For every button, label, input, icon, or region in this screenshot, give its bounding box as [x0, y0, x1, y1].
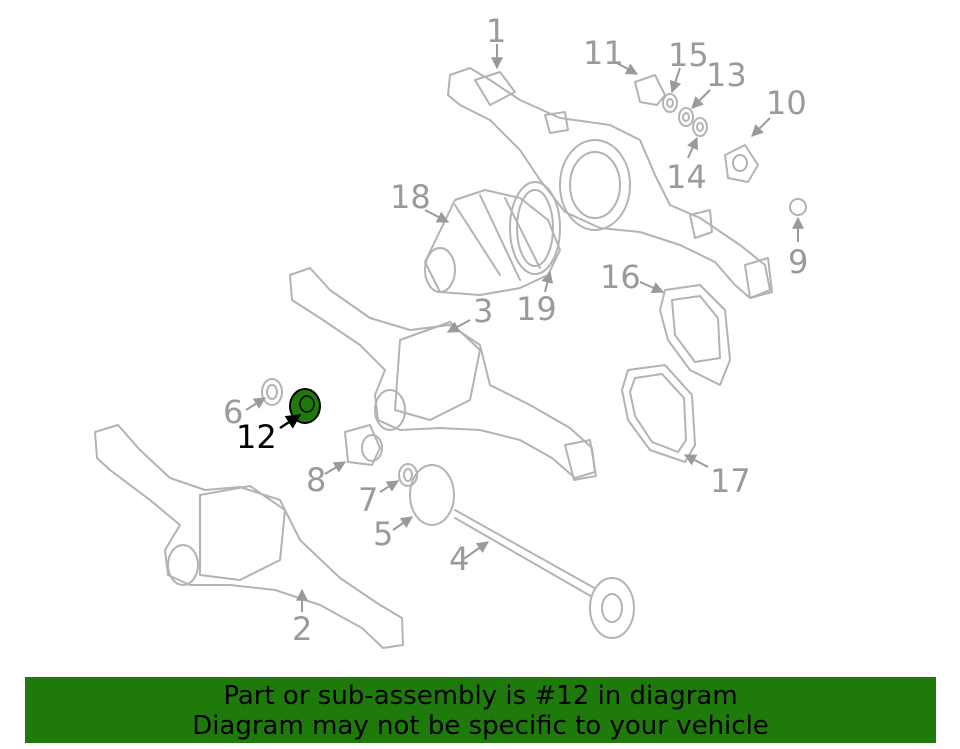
callout-16: 16 — [600, 258, 641, 296]
part-1-axle-housing — [447, 67, 773, 299]
part-18-differential-carrier — [424, 189, 561, 296]
callout-14: 14 — [666, 158, 707, 196]
callout-12: 12 — [236, 418, 277, 456]
callout-15: 15 — [668, 36, 709, 74]
banner-line-1: Part or sub-assembly is #12 in diagram — [223, 681, 738, 711]
callout-2: 2 — [292, 610, 312, 648]
callout-9: 9 — [788, 243, 808, 281]
callout-5: 5 — [373, 515, 393, 553]
callout-17: 17 — [710, 462, 751, 500]
part-4-axle-shaft — [454, 509, 635, 639]
part-19-gasket — [509, 181, 561, 275]
callout-8: 8 — [306, 461, 326, 499]
info-banner: Part or sub-assembly is #12 in diagram D… — [25, 677, 936, 743]
part-9-vent — [789, 198, 807, 216]
part-14-washer — [692, 117, 708, 137]
callout-10: 10 — [766, 84, 807, 122]
part-13-washer — [678, 107, 694, 127]
part-11-plate — [634, 74, 666, 106]
part-15-seal — [662, 93, 678, 113]
part-5-o-ring — [409, 464, 455, 526]
callout-4: 4 — [449, 540, 469, 578]
callout-3: 3 — [473, 292, 493, 330]
callout-13: 13 — [706, 56, 747, 94]
part-8-retainer — [344, 424, 383, 466]
leader-lines — [245, 44, 804, 612]
callout-1: 1 — [486, 12, 506, 50]
callout-11: 11 — [583, 34, 624, 72]
part-16-cover — [659, 284, 731, 386]
callout-6: 6 — [223, 393, 243, 431]
part-7-washer — [398, 463, 418, 487]
part-10-plate — [724, 144, 759, 183]
banner-line-2: Diagram may not be specific to your vehi… — [192, 711, 769, 741]
part-6-washer — [261, 378, 283, 406]
callout-7: 7 — [358, 481, 378, 519]
callout-18: 18 — [390, 178, 431, 216]
part-17-gasket — [621, 364, 696, 463]
callout-19: 19 — [516, 290, 557, 328]
part-2-axle-housing — [94, 424, 404, 649]
